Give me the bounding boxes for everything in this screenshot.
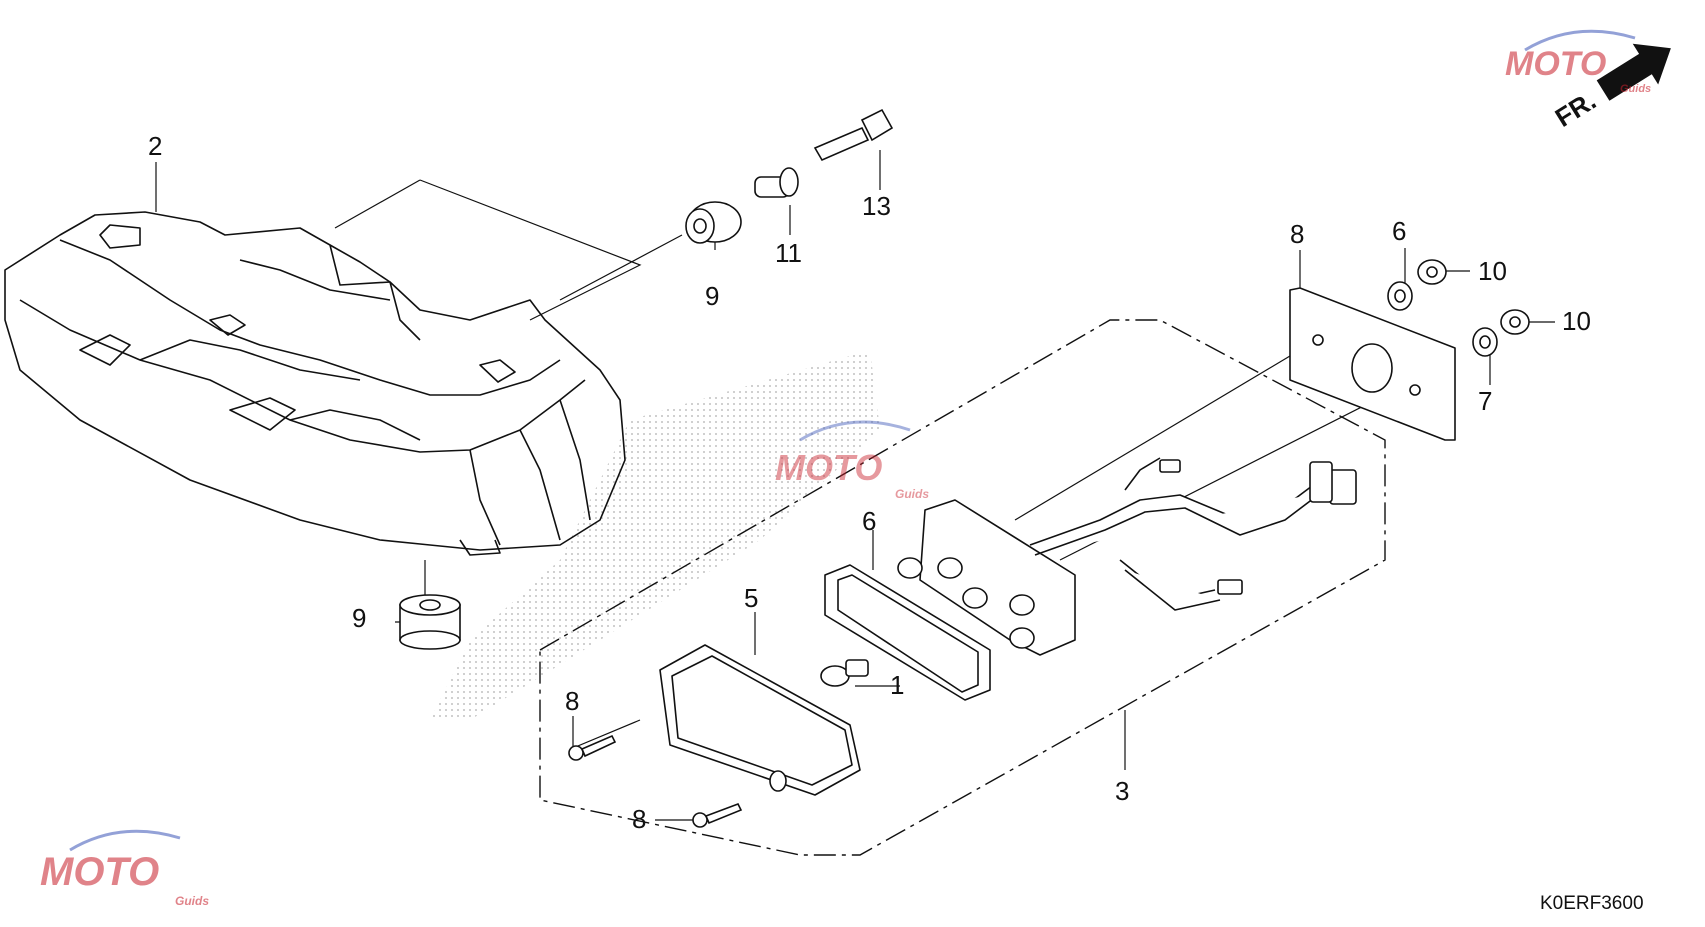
nut-lower [1472, 327, 1498, 357]
flange-bolt [813, 108, 894, 162]
cap-nut-upper [1417, 259, 1447, 285]
watermark-logo-center: MOTO Guids [775, 420, 929, 501]
part-label-10a: 10 [1478, 256, 1507, 286]
collar [754, 167, 799, 198]
part-label-9a: 9 [705, 281, 719, 311]
license-light-lens [659, 644, 861, 796]
svg-text:MOTO: MOTO [40, 850, 159, 894]
diagram-code: K0ERF3600 [1540, 893, 1644, 914]
front-arrow-icon [1596, 43, 1671, 101]
grommet-lower [399, 594, 461, 650]
part-label-6a: 6 [1392, 216, 1406, 246]
part-label-8a: 8 [565, 686, 579, 716]
part-label-10b: 10 [1562, 306, 1591, 336]
part-label-6b: 7 [1478, 386, 1492, 416]
assembly-outline [539, 319, 1386, 856]
front-label: FR. [1550, 85, 1601, 133]
bulb [820, 659, 869, 687]
part-label-8b: 8 [632, 804, 646, 834]
tapping-screw-lower [692, 802, 743, 828]
part-label-1: 1 [890, 670, 904, 700]
tail-light-housing [4, 211, 626, 556]
part-label-4: 5 [744, 583, 758, 613]
svg-text:MOTO: MOTO [1505, 45, 1606, 83]
part-label-7: 8 [1290, 219, 1304, 249]
dotted-shading [430, 350, 880, 720]
part-label-9b: 9 [352, 603, 366, 633]
svg-text:Guids: Guids [1620, 83, 1651, 95]
part-label-5: 6 [862, 506, 876, 536]
socket-harness [897, 457, 1357, 656]
part-label-13: 13 [862, 191, 891, 221]
watermark-logo-bottom: MOTO Guids [40, 829, 209, 908]
tapping-screw-upper [568, 734, 617, 761]
svg-text:MOTO: MOTO [775, 447, 882, 488]
part-label-3: 3 [1115, 776, 1129, 806]
svg-text:Guids: Guids [895, 487, 929, 501]
nut-upper [1387, 281, 1413, 311]
cap-nut-lower [1500, 309, 1530, 335]
part-label-11: 11 [775, 238, 802, 268]
watermark-logo-top: MOTO Guids [1505, 29, 1651, 95]
bracket-plate [1289, 287, 1456, 441]
part-label-2: 2 [148, 131, 162, 161]
gasket [824, 564, 991, 701]
grommet-upper [685, 201, 742, 244]
svg-text:Guids: Guids [175, 894, 209, 908]
